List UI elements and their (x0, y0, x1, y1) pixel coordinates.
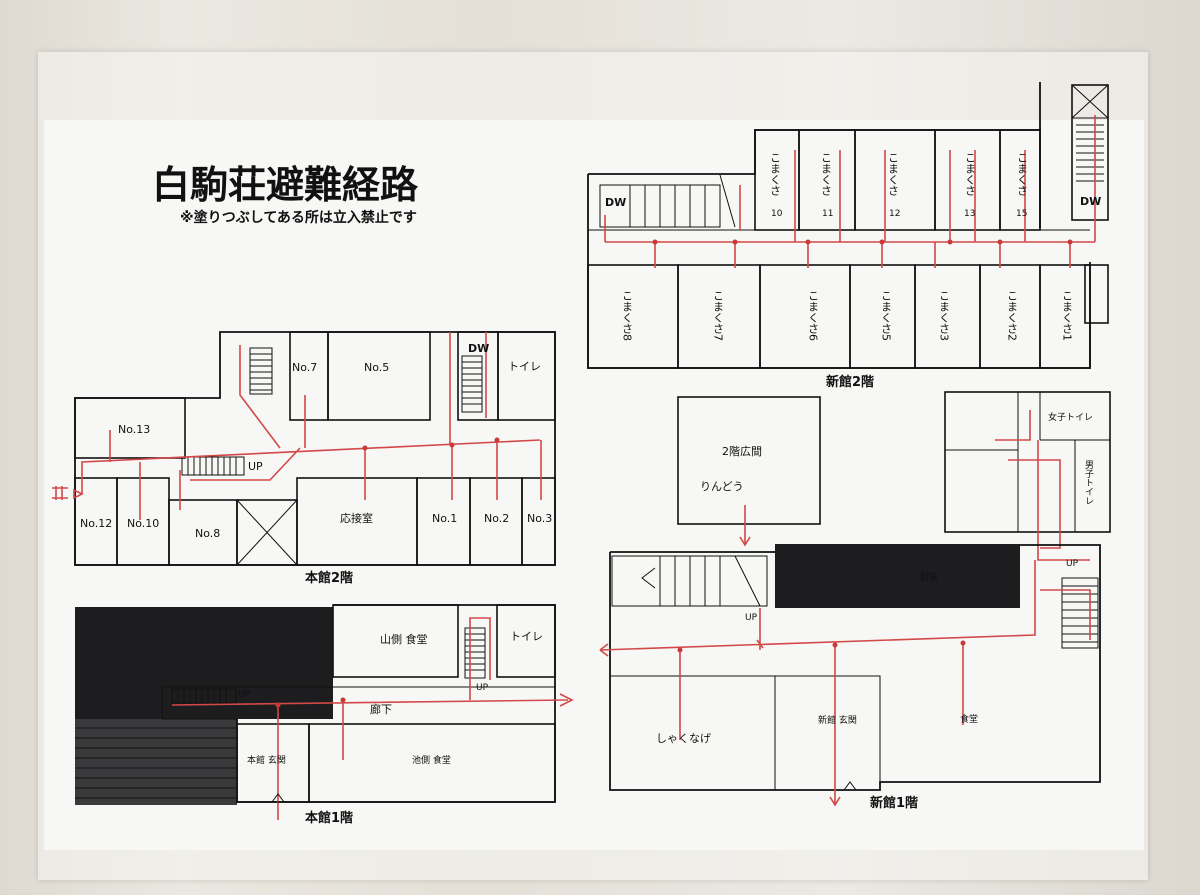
label-no3: No.3 (527, 512, 552, 525)
map-subtitle: ※塗りつぶしてある所は立入禁止です (180, 209, 417, 226)
label-komakusa15-name: こまくさ (1016, 152, 1029, 196)
label-komakusa5: こまくさ5 (880, 290, 893, 341)
room-no13 (74, 397, 186, 459)
main-2f-plan: No.7 No.5 No.13 No.12 No.10 No.8 応接室 No.… (52, 331, 556, 586)
label-no5: No.5 (364, 361, 389, 374)
stairs-2f-upper (249, 347, 273, 395)
label-komakusa10-num: 10 (771, 209, 783, 219)
label-dw-main: DW (468, 342, 489, 355)
label-komakusa12-num: 12 (889, 209, 900, 219)
label-corridor: 廊下 (370, 702, 392, 716)
label-kitchen: 厨房 (920, 571, 938, 583)
label-dining-new1f: 食堂 (960, 713, 978, 725)
stairs-new1f-right (1061, 577, 1099, 649)
label-dw-new2f-right: DW (1080, 195, 1101, 208)
room-yamagawa-dining (332, 604, 459, 678)
label-komakusa7: こまくさ7 (712, 290, 725, 341)
stairs-new2f-right (1071, 84, 1109, 324)
label-no1: No.1 (432, 512, 457, 525)
label-women-toilet: 女子トイレ (1048, 411, 1093, 423)
label-komakusa3: こまくさ3 (938, 290, 951, 341)
label-komakusa12-name: こまくさ (887, 152, 900, 196)
label-komakusa11-num: 11 (822, 209, 833, 219)
room-no5 (327, 331, 431, 421)
restricted-grid-area (75, 719, 237, 805)
label-ikegawa: 池側 食堂 (412, 754, 451, 766)
floor-label-new-1f: 新館1階 (870, 795, 918, 811)
label-no12: No.12 (80, 517, 112, 530)
new2f-upper-labels: こまくさ 10 こまくさ 11 こまくさ 12 こまくさ 13 こまくさ 15 (769, 152, 1029, 219)
label-new-entrance: 新館 玄関 (818, 714, 857, 726)
label-komakusa13-num: 13 (964, 209, 975, 219)
label-komakusa1: こまくさ1 (1061, 290, 1074, 341)
label-yamagawa: 山側 食堂 (380, 632, 428, 646)
label-up1-main1f: UP (238, 690, 251, 700)
label-up-toilets: UP (1066, 559, 1079, 569)
route-nodes (275, 239, 1073, 708)
void-x-box (236, 499, 298, 566)
label-main-entrance: 本館 玄関 (247, 754, 286, 766)
label-no2: No.2 (484, 512, 509, 525)
label-toilet-2f: トイレ (508, 360, 541, 373)
label-komakusa11-name: こまくさ (820, 152, 833, 196)
restricted-area-main1f (75, 607, 333, 719)
room-no3 (521, 477, 556, 566)
stairs-new2f-left (599, 174, 736, 228)
floor-label-main-2f: 本館2階 (305, 570, 353, 586)
label-komakusa15-num: 15 (1016, 209, 1027, 219)
label-komakusa8: こまくさ8 (621, 290, 634, 341)
room-ikegawa-dining (308, 723, 556, 803)
floor-label-new-2f: 新館2階 (826, 374, 874, 390)
label-up-new1f: UP (745, 613, 758, 623)
label-no13: No.13 (118, 423, 150, 436)
label-hall: 2階広間 (722, 444, 762, 458)
hall-rindou: 2階広間 りんどう (677, 396, 821, 547)
label-toilet-1f: トイレ (510, 630, 543, 643)
room-komakusa6 (759, 264, 851, 369)
new-1f-plan: 厨房 UP しゃくなげ 新館 玄関 食堂 新館1階 (599, 544, 1101, 811)
label-komakusa6: こまくさ6 (807, 290, 820, 341)
floor-label-main-1f: 本館1階 (305, 810, 353, 826)
restricted-kitchen (775, 544, 1020, 608)
route-main-2f (81, 332, 542, 520)
label-komakusa2: こまくさ2 (1006, 290, 1019, 341)
new2f-lower-labels: こまくさ8 こまくさ7 こまくさ6 こまくさ5 こまくさ3 こまくさ2 こまくさ… (621, 290, 1074, 341)
route-main-1f (171, 617, 574, 820)
main-1f-plan: 山側 食堂 トイレ 廊下 本館 玄関 池側 食堂 UP UP 本館1階 (75, 604, 574, 826)
label-reception: 応接室 (340, 511, 373, 525)
map-title: 白駒荘避難経路 (152, 163, 419, 207)
room-komakusa15 (999, 129, 1041, 231)
label-komakusa10-name: こまくさ (769, 152, 782, 196)
stairs-new1f-left (611, 555, 768, 607)
stairs-1f-left (171, 688, 237, 704)
label-up2-main1f: UP (476, 683, 489, 693)
label-shakunage: しゃくなげ (656, 732, 711, 745)
label-hall-sub: りんどう (700, 480, 744, 493)
label-no7: No.7 (292, 361, 317, 374)
label-no10: No.10 (127, 517, 159, 530)
toilet-1f (496, 604, 556, 678)
label-no8: No.8 (195, 527, 220, 540)
toilet-block: 女子トイレ 男子トイレ UP (944, 391, 1111, 569)
label-komakusa13-name: こまくさ (964, 152, 977, 196)
stairs-2f-corridor (181, 456, 245, 476)
new-2f-plan: DW DW 新館2階 (587, 82, 1109, 390)
room-komakusa1 (1039, 264, 1091, 369)
route-new-1f (599, 560, 1091, 807)
stairs-1f-right (464, 627, 486, 679)
room-no7 (289, 331, 329, 421)
label-up-main2f: UP (248, 460, 263, 473)
route-new-2f (604, 115, 1096, 268)
label-men-toilet: 男子トイレ (1083, 460, 1094, 505)
toilet-2f (497, 331, 556, 421)
label-dw-new2f-left: DW (605, 196, 626, 209)
stairs-2f-dw (461, 355, 483, 413)
